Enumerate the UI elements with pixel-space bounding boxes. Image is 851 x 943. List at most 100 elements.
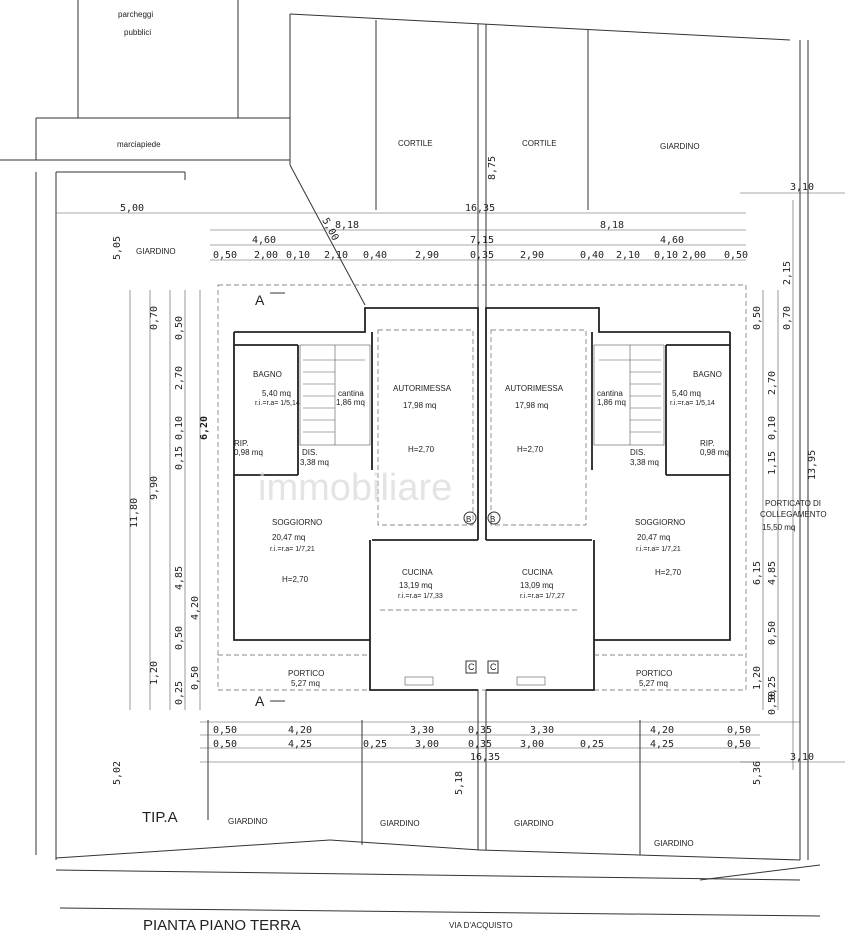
dim-left-inner: 6,20 bbox=[199, 416, 210, 440]
dim-bottom-total: 16,35 bbox=[470, 752, 500, 763]
left-unit-labels: BAGNO 5,40 mq r.i.=r.a= 1/5,14 cantina 1… bbox=[234, 370, 452, 688]
dim-left-mid: 9,90 bbox=[149, 476, 160, 500]
dim-bottom1-2: 3,30 bbox=[410, 725, 434, 736]
room-bagno-right: BAGNO bbox=[693, 370, 722, 379]
dim-top-row-4: 0,40 bbox=[363, 250, 387, 261]
label-street: VIA D'ACQUISTO bbox=[449, 921, 513, 930]
dim-top-row-6: 0,35 bbox=[470, 250, 494, 261]
room-autorimessa-left: AUTORIMESSA bbox=[393, 384, 452, 393]
room-rip-right: RIP. bbox=[700, 439, 715, 448]
dim-right-seg-3: 0,10 bbox=[767, 416, 778, 440]
dim-top-row-9: 2,10 bbox=[616, 250, 640, 261]
right-unit-walls bbox=[485, 307, 731, 691]
label-giardino-top-right: GIARDINO bbox=[660, 142, 700, 151]
room-bagno-left-ratio: r.i.=r.a= 1/5,14 bbox=[255, 400, 300, 407]
portico-lines bbox=[218, 609, 746, 686]
room-cucina-right: CUCINA bbox=[522, 568, 553, 577]
room-dis-left-area: 3,38 mq bbox=[300, 458, 329, 467]
dim-right-seg-2: 2,70 bbox=[767, 371, 778, 395]
room-cantina-right-area: 1,86 mq bbox=[597, 398, 626, 407]
dim-right-seg-7: 1,20 bbox=[752, 666, 763, 690]
room-soggiorno-right-area: 20,47 mq bbox=[637, 533, 670, 542]
right-dimension-lines bbox=[762, 200, 794, 770]
top-dimension-lines bbox=[56, 192, 845, 261]
room-bagno-right-area: 5,40 mq bbox=[672, 389, 701, 398]
dim-right-seg-8: 0,25 bbox=[767, 676, 778, 700]
room-cucina-right-ratio: r.i.=r.a= 1/7,27 bbox=[520, 593, 565, 600]
dim-bottom2-8: 0,50 bbox=[727, 739, 751, 750]
room-dis-right-area: 3,38 mq bbox=[630, 458, 659, 467]
dim-top-5: 5,00 bbox=[120, 203, 144, 214]
dim-top-half-right: 8,18 bbox=[600, 220, 624, 231]
building-footprint-outline bbox=[217, 284, 747, 691]
room-dis-right: DIS. bbox=[630, 448, 646, 457]
room-portico-left-area: 5,27 mq bbox=[291, 679, 320, 688]
room-porticato-line2: COLLEGAMENTO bbox=[760, 510, 827, 519]
bottom-dimension-lines bbox=[200, 690, 845, 855]
dim-bottom1-1: 4,20 bbox=[288, 725, 312, 736]
room-soggiorno-right-ratio: r.i.=r.a= 1/7,21 bbox=[636, 546, 681, 553]
label-sidewalk: marciapiede bbox=[117, 140, 161, 149]
label-parking-2: pubblici bbox=[124, 28, 151, 37]
dim-right-seg-5: 4,85 bbox=[767, 561, 778, 585]
room-soggiorno-right: SOGGIORNO bbox=[635, 518, 685, 527]
dim-left-seg-10: 0,50 bbox=[190, 666, 201, 690]
dim-front-depth: 5,18 bbox=[454, 771, 465, 795]
dim-bottom1-5: 4,20 bbox=[650, 725, 674, 736]
room-portico-left: PORTICO bbox=[288, 669, 324, 678]
dim-left-seg-8: 1,20 bbox=[149, 661, 160, 685]
dim-bottom2-6: 0,25 bbox=[580, 739, 604, 750]
label-cortile-right: CORTILE bbox=[522, 139, 557, 148]
dim-bottom1-3: 0,35 bbox=[468, 725, 492, 736]
room-rip-right-area: 0,98 mq bbox=[700, 448, 729, 457]
dim-bottom2-4: 0,35 bbox=[468, 739, 492, 750]
dim-bottom1-6: 0,50 bbox=[727, 725, 751, 736]
dim-left-seg-2: 2,70 bbox=[174, 366, 185, 390]
label-cortile-left: CORTILE bbox=[398, 139, 433, 148]
room-cucina-left: CUCINA bbox=[402, 568, 433, 577]
room-rip-left: RIP. bbox=[234, 439, 249, 448]
room-autorimessa-right-h: H=2,70 bbox=[517, 445, 544, 454]
stairs-left bbox=[303, 345, 365, 445]
dim-top-row-0: 0,50 bbox=[213, 250, 237, 261]
dim-bottom2-3: 3,00 bbox=[415, 739, 439, 750]
dim-top-mid: 7,15 bbox=[470, 235, 494, 246]
dim-top-row-10: 0,10 bbox=[654, 250, 678, 261]
dim-right-5-36: 5,36 bbox=[752, 761, 763, 785]
label-parking-1: parcheggi bbox=[118, 10, 153, 19]
room-cucina-right-area: 13,09 mq bbox=[520, 581, 553, 590]
dim-top-row-5: 2,90 bbox=[415, 250, 439, 261]
dim-right-seg-9: 0,50 bbox=[767, 691, 778, 715]
bottom-row1-dimensions: 0,50 4,20 3,30 0,35 3,30 4,20 0,50 bbox=[213, 725, 751, 736]
watermark: immobiliare bbox=[258, 467, 452, 509]
section-a-top: A bbox=[255, 292, 265, 308]
dim-right-seg-6: 0,50 bbox=[767, 621, 778, 645]
dim-left-seg-0: 0,70 bbox=[149, 306, 160, 330]
dim-top-row-12: 0,50 bbox=[724, 250, 748, 261]
section-a-bottom: A bbox=[255, 693, 265, 709]
dim-left-seg-1: 0,50 bbox=[174, 316, 185, 340]
dim-bottom2-1: 4,25 bbox=[288, 739, 312, 750]
drawing-title: PIANTA PIANO TERRA bbox=[143, 917, 301, 934]
vertical-dimensions: 5,05 11,80 9,90 6,20 5,02 0,70 0,50 2,70… bbox=[112, 156, 818, 795]
dim-top-total: 16,35 bbox=[465, 203, 495, 214]
dim-right-bottom-3-10: 3,10 bbox=[790, 752, 814, 763]
room-soggiorno-left-ratio: r.i.=r.a= 1/7,21 bbox=[270, 546, 315, 553]
room-soggiorno-left: SOGGIORNO bbox=[272, 518, 322, 527]
room-soggiorno-left-area: 20,47 mq bbox=[272, 533, 305, 542]
room-autorimessa-right: AUTORIMESSA bbox=[505, 384, 564, 393]
room-cantina-right: cantina bbox=[597, 389, 623, 398]
room-autorimessa-left-area: 17,98 mq bbox=[403, 401, 436, 410]
dim-top-row-1: 2,00 bbox=[254, 250, 278, 261]
dim-right-top-3-10: 3,10 bbox=[790, 182, 814, 193]
dim-left-seg-4: 0,15 bbox=[174, 446, 185, 470]
dim-top-inner-left: 4,60 bbox=[252, 235, 276, 246]
label-giardino-left: GIARDINO bbox=[136, 247, 176, 256]
dim-right-seg-0: 0,50 bbox=[752, 306, 763, 330]
label-giardino-bottom-3: GIARDINO bbox=[514, 819, 554, 828]
room-bagno-left: BAGNO bbox=[253, 370, 282, 379]
dim-right-seg-1: 0,70 bbox=[782, 306, 793, 330]
dim-left-seg-5: 4,85 bbox=[174, 566, 185, 590]
dim-top-row-2: 0,10 bbox=[286, 250, 310, 261]
